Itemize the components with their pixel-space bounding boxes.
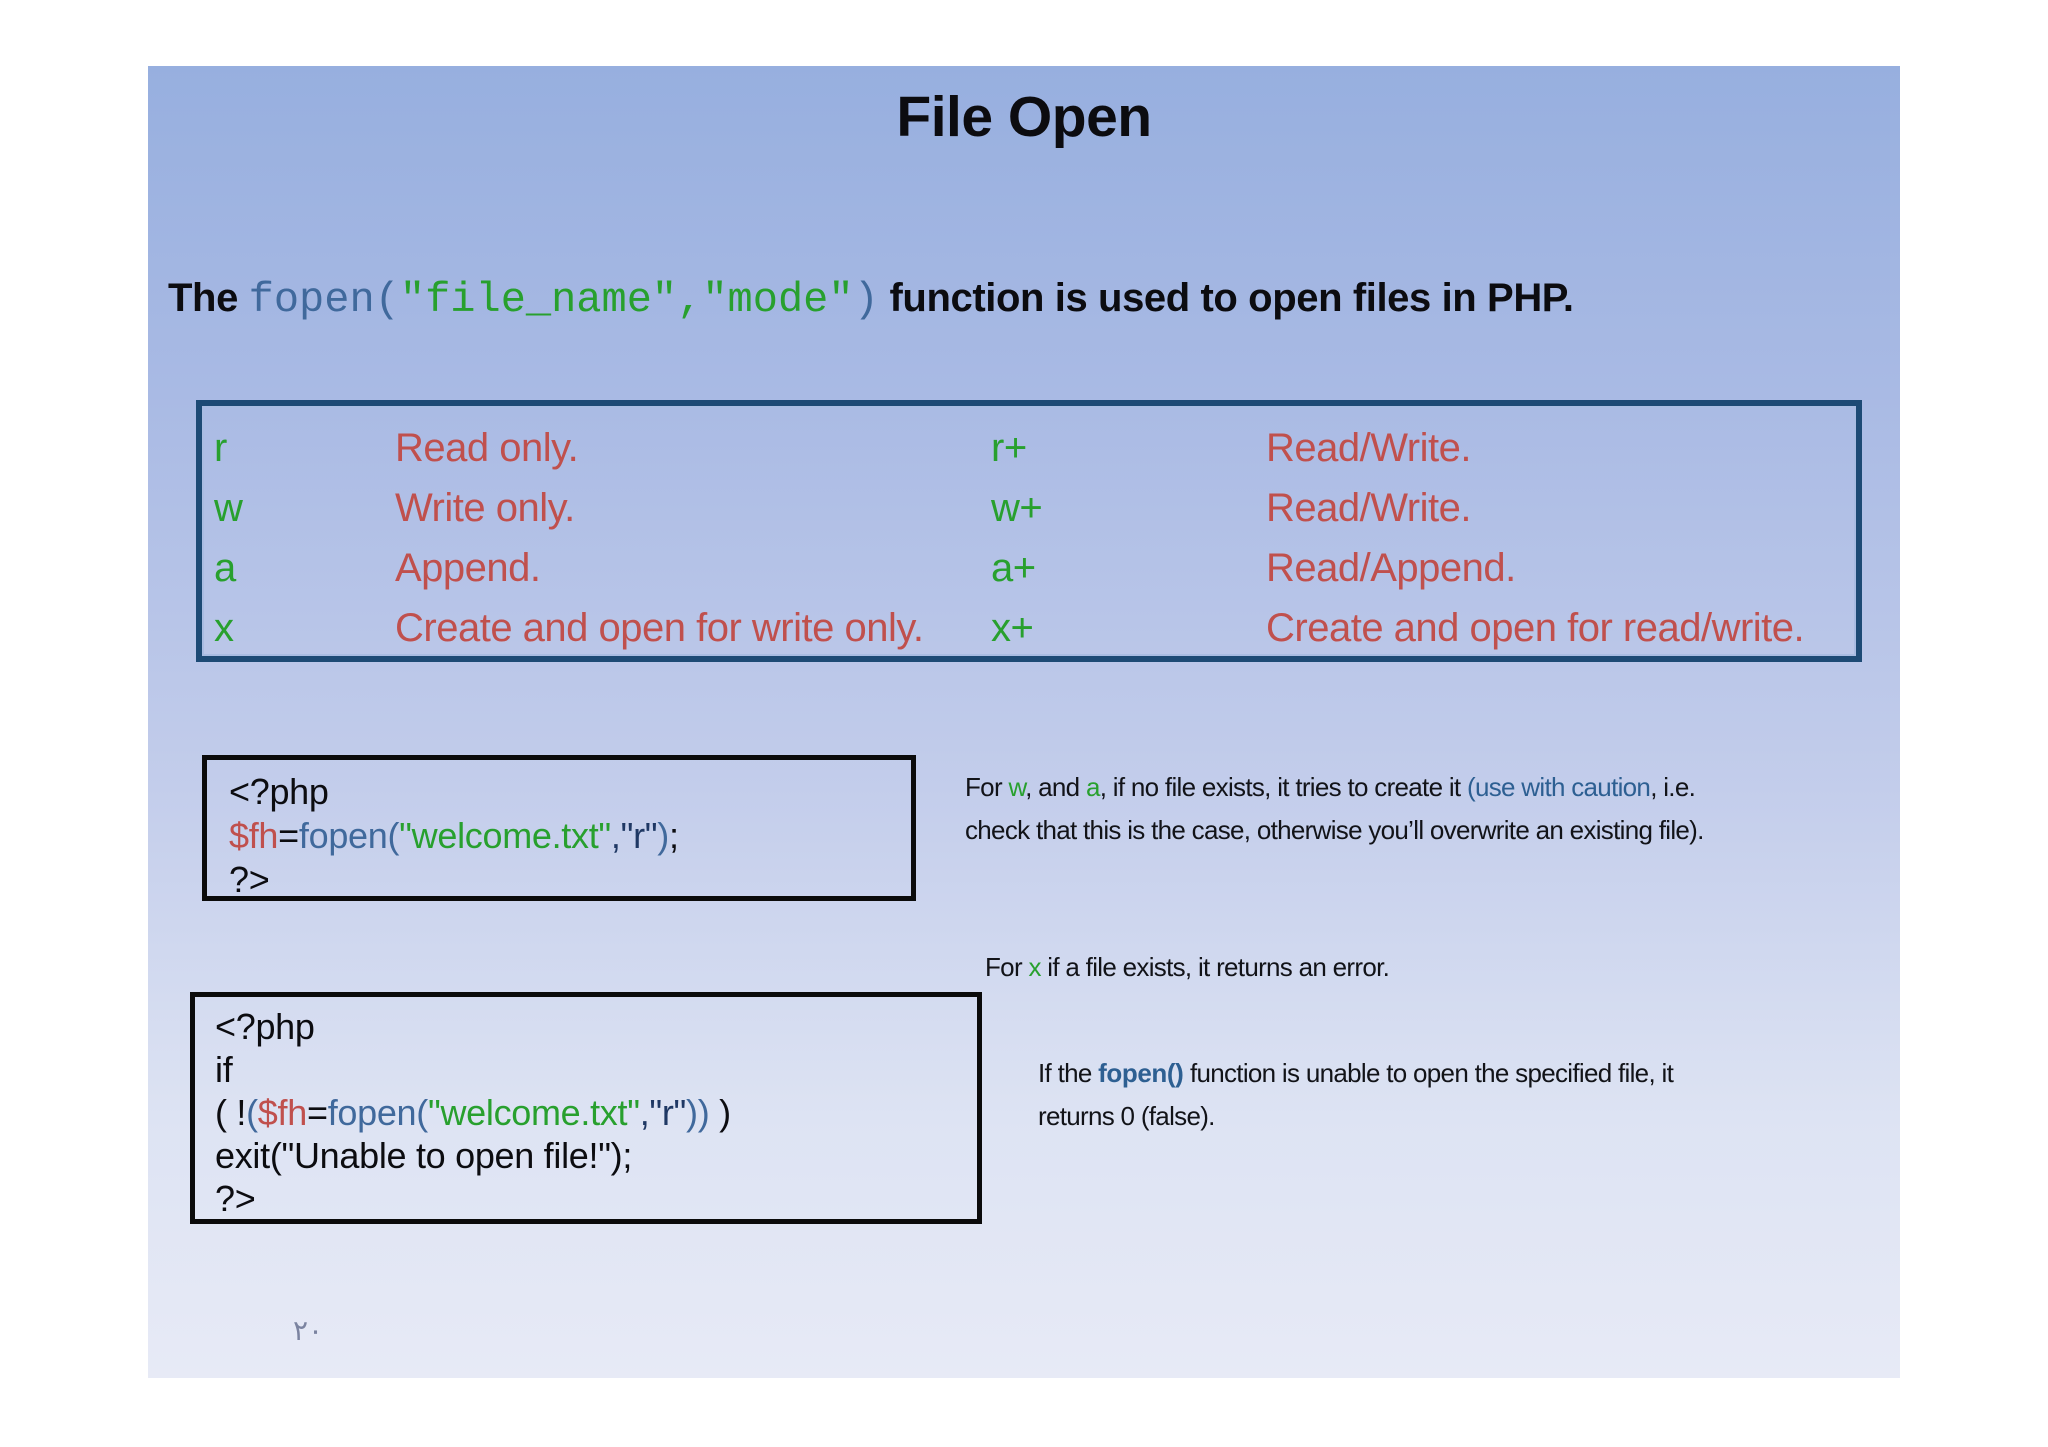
mode-letter: r bbox=[214, 425, 227, 470]
fopen-call: fopen( bbox=[327, 1092, 429, 1133]
code-line: <?php bbox=[215, 1005, 977, 1048]
note-text: , i.e. bbox=[1650, 772, 1696, 802]
mode-plus-letter: a+ bbox=[991, 545, 1036, 590]
variable-fh: $fh bbox=[257, 1092, 307, 1133]
php-close-tag: ?> bbox=[215, 1178, 256, 1219]
mode-row-a: a Append. a+ Read/Append. bbox=[214, 538, 1856, 598]
note-text: returns 0 (false). bbox=[1038, 1101, 1215, 1131]
string-welcome-txt: "welcome.txt" bbox=[427, 1092, 640, 1133]
file-modes-table: r Read only. r+ Read/Write. w Write only… bbox=[196, 400, 1862, 662]
mode-description: Create and open for write only. bbox=[395, 605, 924, 650]
php-close-tag: ?> bbox=[229, 859, 270, 900]
intro-code-filename-arg: "file_name" bbox=[399, 276, 678, 324]
intro-sentence: The fopen("file_name","mode") function i… bbox=[168, 276, 1574, 324]
mode-plus-description: Read/Write. bbox=[1266, 485, 1471, 530]
mode-w-ref: w bbox=[1008, 772, 1026, 802]
open-parens: ( ! bbox=[215, 1092, 247, 1133]
if-keyword: if bbox=[215, 1049, 233, 1090]
caution-phrase: (use with caution bbox=[1466, 772, 1651, 802]
php-open-tag: <?php bbox=[229, 771, 329, 812]
mode-row-w: w Write only. w+ Read/Write. bbox=[214, 478, 1856, 538]
mode-argument: ,"r" bbox=[610, 815, 658, 856]
code-block-error-check: <?php if ( !($fh=fopen("welcome.txt","r"… bbox=[190, 992, 982, 1224]
note-line: For w, and a, if no file exists, it trie… bbox=[965, 766, 1704, 809]
mode-plus-letter: r+ bbox=[991, 425, 1027, 470]
note-fopen-failure: If the fopen() function is unable to ope… bbox=[1038, 1052, 1674, 1138]
fopen-call: fopen( bbox=[298, 815, 400, 856]
mode-description: Read only. bbox=[395, 425, 579, 470]
note-x-error: For x if a file exists, it returns an er… bbox=[985, 946, 1390, 989]
variable-fh: $fh bbox=[229, 815, 279, 856]
intro-code-comma: , bbox=[677, 276, 703, 324]
code-line: if bbox=[215, 1048, 977, 1091]
intro-prefix: The bbox=[168, 276, 249, 320]
equals-sign: = bbox=[306, 1092, 328, 1133]
note-text: For bbox=[985, 952, 1029, 982]
mode-argument: ,"r" bbox=[639, 1092, 687, 1133]
code-block-fopen: <?php $fh=fopen("welcome.txt","r"); ?> bbox=[202, 755, 916, 901]
mode-plus-description: Read/Write. bbox=[1266, 425, 1471, 470]
php-open-tag: <?php bbox=[215, 1006, 315, 1047]
intro-suffix: function is used to open files in PHP. bbox=[878, 276, 1575, 320]
mode-letter: a bbox=[214, 545, 236, 590]
note-text: , and bbox=[1025, 772, 1086, 802]
mode-plus-letter: w+ bbox=[991, 485, 1043, 530]
code-line: <?php bbox=[229, 770, 911, 814]
intro-code-close-paren: ) bbox=[853, 276, 879, 324]
mode-row-r: r Read only. r+ Read/Write. bbox=[214, 418, 1856, 478]
page-number: ٢٠ bbox=[292, 1315, 324, 1346]
note-line: If the fopen() function is unable to ope… bbox=[1038, 1052, 1674, 1095]
mode-x-ref: x bbox=[1028, 952, 1041, 982]
code-line: ?> bbox=[215, 1177, 977, 1220]
note-w-a-create: For w, and a, if no file exists, it trie… bbox=[965, 766, 1704, 852]
note-text: For bbox=[965, 772, 1009, 802]
mode-a-ref: a bbox=[1085, 772, 1100, 802]
code-line: exit("Unable to open file!"); bbox=[215, 1134, 977, 1177]
string-welcome-txt: "welcome.txt" bbox=[399, 815, 611, 856]
outer-close-paren: ) bbox=[709, 1092, 731, 1133]
note-line: check that this is the case, otherwise y… bbox=[965, 809, 1704, 852]
slide: File Open The fopen("file_name","mode") … bbox=[148, 66, 1900, 1378]
intro-code-mode-arg: "mode" bbox=[702, 276, 854, 324]
mode-description: Append. bbox=[395, 545, 541, 590]
mode-plus-letter: x+ bbox=[991, 605, 1034, 650]
slide-title: File Open bbox=[896, 85, 1152, 149]
fopen-ref: fopen() bbox=[1098, 1058, 1184, 1088]
exit-statement: exit("Unable to open file!"); bbox=[215, 1135, 633, 1176]
mode-letter: w bbox=[214, 485, 243, 530]
close-paren: ) bbox=[657, 815, 669, 856]
note-text: If the bbox=[1038, 1058, 1099, 1088]
note-text: , if no file exists, it tries to create … bbox=[1099, 772, 1467, 802]
note-text: check that this is the case, otherwise y… bbox=[965, 815, 1704, 845]
note-text: if a file exists, it returns an error. bbox=[1040, 952, 1390, 982]
equals-sign: = bbox=[278, 815, 299, 856]
mode-description: Write only. bbox=[395, 485, 575, 530]
close-parens: )) bbox=[686, 1092, 710, 1133]
note-line: returns 0 (false). bbox=[1038, 1095, 1673, 1138]
inner-paren: ( bbox=[246, 1092, 258, 1133]
mode-letter: x bbox=[214, 605, 234, 650]
mode-row-x: x Create and open for write only. x+ Cre… bbox=[214, 598, 1856, 658]
mode-plus-description: Create and open for read/write. bbox=[1266, 605, 1805, 650]
intro-code-fopen: fopen( bbox=[248, 276, 400, 324]
note-text: function is unable to open the specified… bbox=[1183, 1058, 1674, 1088]
code-line: ( !($fh=fopen("welcome.txt","r")) ) bbox=[215, 1091, 977, 1134]
semicolon: ; bbox=[668, 815, 679, 856]
mode-plus-description: Read/Append. bbox=[1266, 545, 1516, 590]
code-line: $fh=fopen("welcome.txt","r"); bbox=[229, 814, 911, 858]
code-line: ?> bbox=[229, 858, 911, 902]
